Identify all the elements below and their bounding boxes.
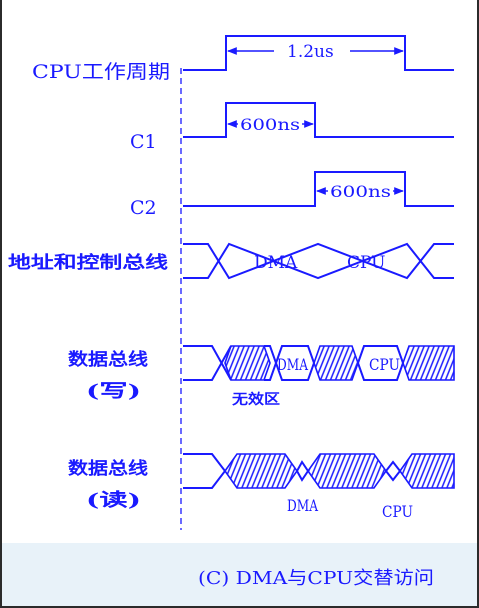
c1-time-label: 600ns (240, 115, 300, 134)
addr-dma-label: DMA (254, 253, 298, 273)
label-c2: C2 (130, 197, 157, 219)
label-c1: C1 (130, 131, 157, 153)
addr-cpu-label: CPU (347, 253, 385, 273)
label-cpu-cycle: CPU工作周期 (32, 61, 170, 83)
label-data-bus-read: 数据总线 (68, 458, 148, 479)
label-write: (写) (86, 381, 141, 402)
read-dma-label: DMA (287, 496, 318, 515)
read-cpu-label: CPU (382, 502, 413, 521)
figure-caption: (C) DMA与CPU交替访问 (198, 568, 434, 589)
data-bus-write-waveform (183, 345, 455, 381)
addr-ctrl-bus-waveform (183, 242, 454, 280)
caption-band (2, 543, 477, 606)
label-addr-ctrl-bus: 地址和控制总线 (8, 252, 168, 273)
c2-time-label: 600ns (330, 182, 391, 201)
c2-waveform (183, 171, 454, 207)
cycle-time-label: 1.2us (287, 42, 334, 62)
write-cpu-label: CPU (369, 355, 400, 374)
c1-waveform (183, 102, 454, 138)
label-data-bus-write: 数据总线 (68, 349, 148, 370)
label-read: (读) (86, 489, 141, 511)
write-dma-label: DMA (277, 355, 308, 374)
data-bus-read-waveform (183, 453, 455, 489)
invalid-zone-label: 无效区 (231, 391, 280, 408)
cpu-cycle-waveform (183, 35, 454, 71)
